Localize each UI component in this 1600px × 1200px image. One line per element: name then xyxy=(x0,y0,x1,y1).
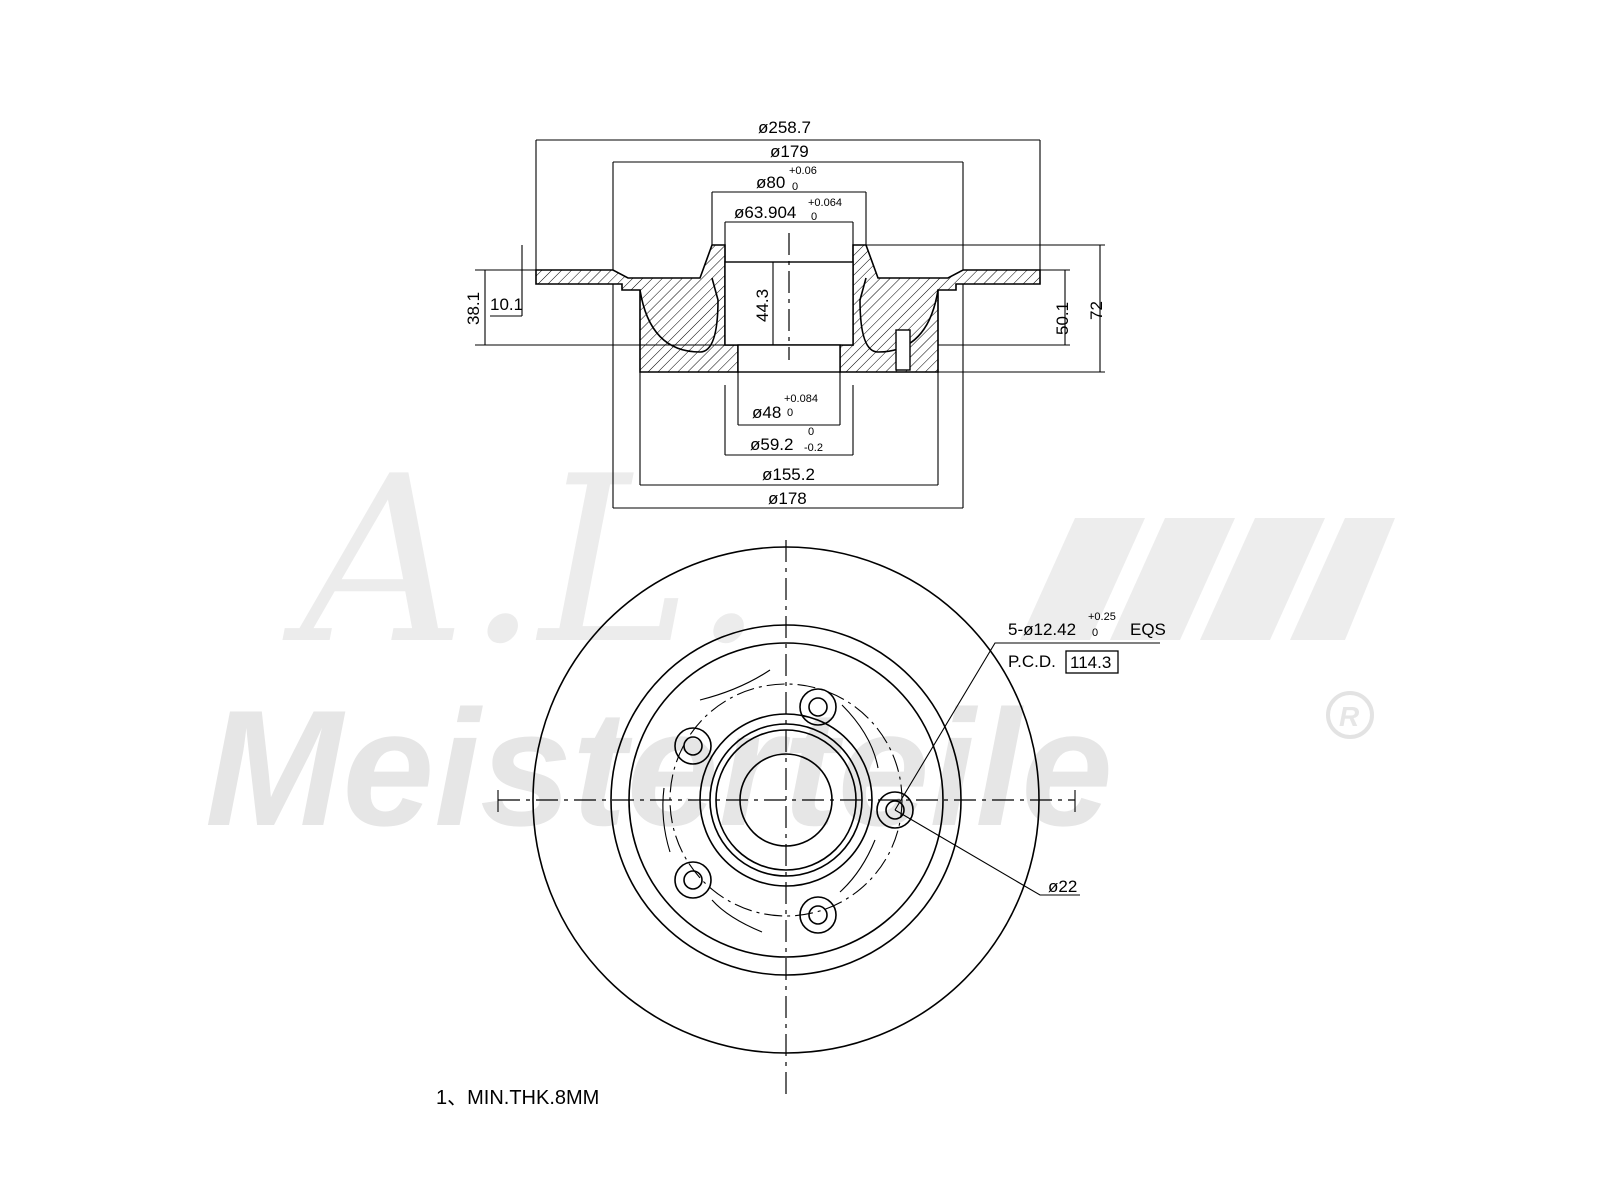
dim-59-diameter: ø59.2 xyxy=(750,435,793,454)
svg-text:+0.06: +0.06 xyxy=(789,165,817,177)
dim-38-height: 38.1 xyxy=(464,292,483,325)
center-bore xyxy=(739,753,833,847)
watermark-script: A.L. xyxy=(282,428,765,695)
section-view: ø258.7 ø179 ø80 +0.06 0 ø63.904 +0.064 0… xyxy=(464,118,1106,509)
dim-50-height: 50.1 xyxy=(1053,302,1072,335)
bolt-hole-callout: 5-ø12.42 xyxy=(1008,620,1076,639)
svg-text:+0.064: +0.064 xyxy=(808,197,842,209)
pcd-box xyxy=(1065,650,1119,674)
svg-text:-0.2: -0.2 xyxy=(804,442,823,454)
dim-63-diameter: ø63.904 xyxy=(734,203,796,222)
svg-text:0: 0 xyxy=(787,407,793,419)
dim-178-diameter: ø178 xyxy=(768,489,807,508)
disc-friction-inner xyxy=(610,624,962,976)
hub-outer xyxy=(699,713,873,887)
svg-text:+0.25: +0.25 xyxy=(1088,611,1116,623)
svg-text:+0.084: +0.084 xyxy=(784,393,818,405)
disc-outer-edge xyxy=(532,546,1040,1054)
svg-text:R: R xyxy=(1339,701,1360,732)
section-hatch-left xyxy=(535,244,739,373)
dim-155-diameter: ø155.2 xyxy=(762,465,815,484)
section-hatch-right xyxy=(839,244,1041,373)
dim-44-height: 44.3 xyxy=(753,289,772,322)
min-thickness-note: 1、MIN.THK.8MM xyxy=(436,1087,599,1109)
dim-72-height: 72 xyxy=(1087,301,1106,320)
registered-mark-icon: R xyxy=(1326,691,1374,739)
svg-text:EQS: EQS xyxy=(1130,620,1166,639)
svg-text:0: 0 xyxy=(808,426,814,438)
dim-outer-diameter: ø258.7 xyxy=(758,118,811,137)
dim-10-thickness: 10.1 xyxy=(490,295,523,314)
svg-text:0: 0 xyxy=(811,211,817,223)
dim-179-diameter: ø179 xyxy=(770,142,809,161)
pcd-value: 114.3 xyxy=(1070,653,1111,672)
stud-diameter: ø22 xyxy=(1048,877,1077,896)
front-view: 5-ø12.42 +0.25 0 EQS P.C.D. 114.3 ø22 xyxy=(497,540,1166,1100)
watermark-brand: Meisterteile xyxy=(205,676,1113,860)
dim-80-diameter: ø80 xyxy=(756,173,785,192)
watermark-stripes-icon xyxy=(1020,518,1395,640)
svg-text:0: 0 xyxy=(1092,627,1098,639)
bolt-holes xyxy=(674,688,914,934)
svg-text:0: 0 xyxy=(792,181,798,193)
pcd-label: P.C.D. xyxy=(1008,652,1056,671)
dim-48-diameter: ø48 xyxy=(752,403,781,422)
